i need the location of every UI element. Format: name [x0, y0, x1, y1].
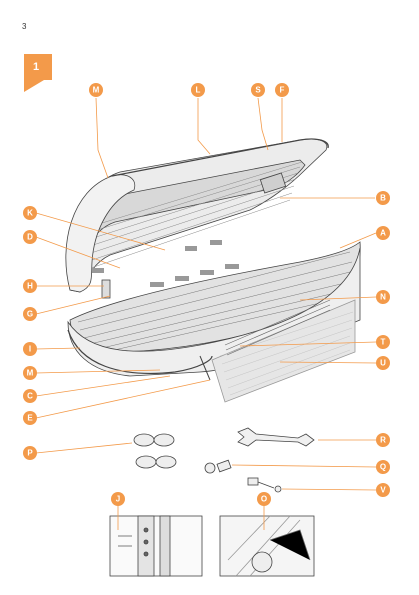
svg-text:O: O	[261, 495, 267, 504]
svg-text:J: J	[116, 495, 120, 504]
svg-text:B: B	[380, 194, 386, 203]
svg-text:T: T	[381, 338, 386, 347]
tanning-bed-drawing	[65, 138, 361, 403]
svg-text:M: M	[93, 86, 100, 95]
svg-text:D: D	[27, 233, 33, 242]
svg-text:A: A	[380, 229, 386, 238]
callout-r: R	[376, 433, 390, 447]
wrench-drawing	[237, 427, 315, 447]
svg-text:N: N	[380, 293, 386, 302]
svg-text:M: M	[27, 369, 34, 378]
svg-text:F: F	[280, 86, 285, 95]
detail-o-box	[219, 515, 315, 577]
callout-c: C	[23, 389, 37, 403]
callout-u: U	[376, 356, 390, 370]
step-badge: 1	[24, 54, 58, 92]
svg-text:L: L	[196, 86, 201, 95]
callout-m-top: M	[89, 83, 103, 97]
detail-j-box	[109, 515, 203, 577]
callout-q: Q	[376, 460, 390, 474]
svg-text:G: G	[27, 310, 33, 319]
callout-s: S	[251, 83, 265, 97]
callout-l: L	[191, 83, 205, 97]
screw-drawing	[204, 459, 232, 474]
callout-i: I	[23, 342, 37, 356]
callout-f: F	[275, 83, 289, 97]
callout-n: N	[376, 290, 390, 304]
callout-b: B	[376, 191, 390, 205]
page-number: 3	[22, 22, 27, 31]
svg-text:E: E	[27, 414, 33, 423]
callout-p: P	[23, 446, 37, 460]
callout-g: G	[23, 307, 37, 321]
step-number: 1	[33, 61, 39, 73]
goggles-drawing	[133, 433, 177, 469]
callout-h: H	[23, 279, 37, 293]
bolt-drawing	[247, 477, 282, 493]
callout-a: A	[376, 226, 390, 240]
callout-k: K	[23, 206, 37, 220]
callout-e: E	[23, 411, 37, 425]
leader-lines	[35, 97, 377, 530]
svg-text:S: S	[255, 86, 261, 95]
svg-text:R: R	[380, 436, 386, 445]
svg-text:V: V	[380, 486, 386, 495]
callout-v: V	[376, 483, 390, 497]
callouts: M L S F B K A D H N G T I U M C E R P Q …	[23, 83, 390, 506]
svg-text:U: U	[380, 359, 386, 368]
svg-text:H: H	[27, 282, 33, 291]
callout-m-bottom: M	[23, 366, 37, 380]
svg-text:Q: Q	[380, 463, 386, 472]
callout-o: O	[257, 492, 271, 506]
svg-text:K: K	[27, 209, 33, 218]
callout-j: J	[111, 492, 125, 506]
callout-d: D	[23, 230, 37, 244]
svg-text:C: C	[27, 392, 33, 401]
callout-t: T	[376, 335, 390, 349]
svg-text:I: I	[29, 345, 31, 354]
svg-text:P: P	[27, 449, 33, 458]
